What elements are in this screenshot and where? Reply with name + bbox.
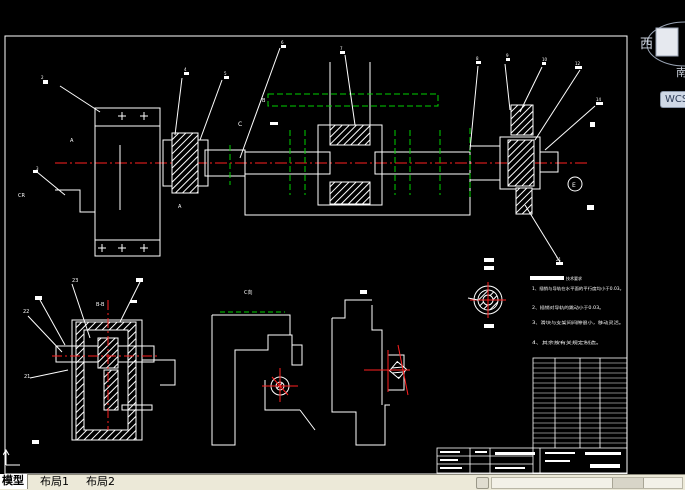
balloon-labels	[33, 45, 603, 265]
tab-model[interactable]: 模型	[0, 474, 28, 489]
balloon-2: 2	[41, 75, 44, 80]
scrollbar-thumb[interactable]	[612, 478, 644, 488]
section-bb-labels	[32, 278, 143, 444]
drawing-frame	[4, 35, 628, 474]
mark-e: E	[572, 182, 576, 189]
viewcube-edge-label: 南	[676, 66, 685, 79]
drawing-canvas[interactable]: A A C CR E B B-B 23 22 21	[0, 0, 685, 474]
mark-cr: CR	[18, 193, 25, 199]
detail-label	[360, 290, 367, 294]
balloon-22: 22	[23, 309, 29, 315]
wcs-button[interactable]: WCS	[660, 91, 685, 108]
cad-drawing[interactable]: A A C CR E B B-B 23 22 21	[0, 0, 685, 474]
balloon-8: 8	[476, 56, 479, 61]
title-block-text	[440, 451, 621, 469]
balloon-14: 14	[596, 97, 602, 102]
tab-scroll-left-button[interactable]	[476, 477, 489, 489]
balloon-6: 6	[281, 40, 284, 45]
section-bb-view[interactable]	[27, 281, 176, 441]
tech-item-1: 1、插销与导轨在水平面的平行度均小于0.03。	[532, 285, 624, 291]
tech-requirements: 技术要求 1、插销与导轨在水平面的平行度均小于0.03。 2、插销对导轨的跳动小…	[530, 275, 624, 345]
viewcube-direction-label: 西	[640, 37, 653, 52]
tech-item-3: 3、滑块与支架间间隙很小，移动灵活。	[532, 319, 624, 325]
balloon-9: 9	[506, 53, 509, 58]
title-block[interactable]	[436, 357, 628, 474]
parts-list-rows	[533, 362, 627, 444]
round-part-view[interactable]	[467, 282, 506, 318]
layout-tab-bar: 模型 布局1 布局2	[0, 474, 685, 490]
balloon-21: 21	[24, 374, 30, 380]
tab-layout2[interactable]: 布局2	[86, 475, 115, 488]
detail-view[interactable]	[331, 299, 410, 446]
balloon-23: 23	[72, 278, 78, 284]
balloon-21: 21	[556, 257, 562, 262]
section-bb-title: B-B	[96, 302, 105, 308]
tech-item-4: 4、其余按有关规定制造。	[532, 339, 602, 345]
mark-c: C	[238, 121, 242, 128]
leader-lines	[36, 47, 596, 263]
round-part-labels	[484, 258, 494, 328]
balloon-4: 4	[184, 67, 187, 72]
hidden-lines	[229, 93, 471, 200]
ucs-icon	[3, 449, 20, 466]
balloon-10: 10	[542, 57, 548, 62]
horizontal-scrollbar[interactable]	[491, 477, 683, 489]
tech-requirements-heading: 技术要求	[566, 275, 582, 281]
mark-a2: A	[178, 204, 182, 210]
c-view-title: C向	[244, 289, 253, 296]
tech-item-2: 2、插销对导轨的跳动小于0.03。	[532, 304, 604, 310]
tab-layout1[interactable]: 布局1	[40, 475, 69, 488]
mark-b: B	[262, 98, 266, 104]
balloon-12: 12	[575, 61, 581, 66]
c-view[interactable]	[211, 314, 316, 446]
main-view[interactable]	[55, 62, 590, 257]
viewcube[interactable]: 西 南	[638, 14, 685, 84]
mark-a1: A	[70, 138, 74, 144]
balloon-5: 5	[224, 71, 227, 76]
balloon-3: 3	[36, 166, 39, 171]
balloon-7: 7	[340, 46, 343, 51]
